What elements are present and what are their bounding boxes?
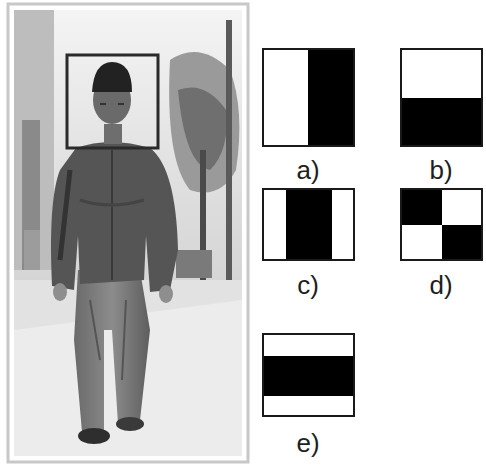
pedestrian-photo xyxy=(14,10,242,456)
haar-feature-b xyxy=(401,49,482,146)
feature-label: e) xyxy=(296,430,319,456)
feature-label: b) xyxy=(429,157,452,183)
feature-label: a) xyxy=(296,157,319,183)
haar-feature-a xyxy=(263,49,354,146)
detection-window xyxy=(67,55,158,148)
feature-label: c) xyxy=(297,272,319,298)
haar-feature-c xyxy=(263,189,354,260)
photo-frame xyxy=(8,4,248,462)
feature-label: d) xyxy=(429,272,452,298)
haar-feature-d xyxy=(401,189,482,260)
haar-feature-e xyxy=(263,334,354,416)
